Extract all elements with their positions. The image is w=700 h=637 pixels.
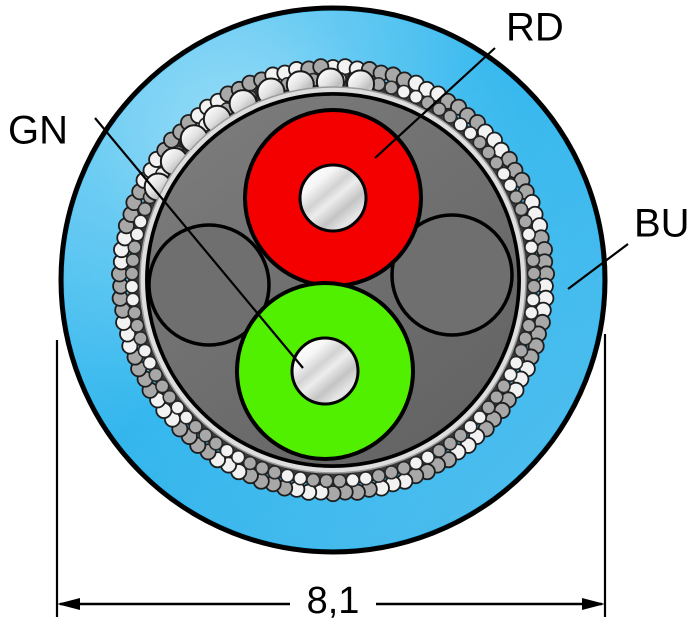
braid-strand: [124, 279, 140, 294]
braid-strand: [481, 400, 496, 415]
braid-strand: [521, 318, 536, 333]
leader-line-gn: [94, 117, 304, 369]
leader-lines: [94, 47, 629, 369]
braid-strand: [525, 292, 541, 307]
filler-circle-right: [390, 213, 514, 337]
braid-strand: [319, 473, 334, 489]
label-bu: BU: [634, 202, 690, 246]
braid-strand: [219, 443, 235, 458]
braid-strand: [463, 126, 478, 141]
braid-strand: [521, 227, 536, 242]
braid-strand: [130, 227, 145, 242]
braid-strand: [293, 471, 308, 486]
braid-strand: [489, 389, 504, 405]
braid-strand: [526, 279, 542, 294]
braid-strand: [345, 472, 360, 488]
braid-strand: [255, 460, 270, 476]
braid-strand: [513, 202, 529, 217]
braid-strand: [280, 468, 295, 483]
braid-strand: [408, 455, 424, 471]
conductor-gn: [235, 281, 415, 461]
braid-strand: [420, 95, 435, 110]
braid-strand: [208, 436, 224, 451]
braid-strand: [525, 253, 541, 268]
braid-strand: [526, 266, 542, 281]
braid-strand: [503, 367, 518, 382]
dimension-width: 8,1: [55, 334, 607, 622]
braid-strand: [133, 214, 148, 229]
braid-strand: [358, 471, 373, 486]
braid-strand: [513, 343, 529, 358]
braid-strand: [133, 331, 148, 346]
braid-strand: [489, 155, 504, 171]
braid-strand: [142, 355, 158, 371]
dimension-value: 8,1: [307, 580, 360, 622]
braid-strand: [155, 378, 170, 394]
braid-strand: [508, 355, 524, 371]
braid-strand: [332, 473, 347, 489]
label-gn: GN: [8, 109, 68, 153]
braid-strand: [384, 465, 399, 480]
braid-strand: [524, 305, 539, 320]
braid-strand: [137, 202, 153, 217]
braid-strand: [453, 428, 468, 443]
braid-strand: [130, 318, 145, 333]
braid-strand: [396, 84, 411, 100]
braid-strand: [420, 450, 435, 465]
braid-strand: [503, 178, 518, 193]
braid-strand: [306, 472, 321, 488]
braid-strand: [472, 135, 487, 150]
leader-line-bu: [567, 243, 629, 290]
braid-strand: [431, 102, 447, 117]
braid-strand: [396, 460, 411, 476]
braid-strand-ring: [110, 58, 556, 503]
braid-strand: [472, 410, 487, 425]
braid-strand: [125, 292, 141, 307]
dimension-arrow-left: [57, 598, 80, 610]
label-rd: RD: [506, 6, 564, 50]
filler-elements: [147, 213, 514, 347]
braid-strand: [453, 117, 468, 132]
braid-strand: [148, 367, 163, 382]
conductor-rd: [243, 108, 423, 288]
braid-strand: [442, 109, 458, 124]
braid-strand: [384, 80, 399, 95]
braid-strand: [267, 465, 282, 480]
braid-strand: [463, 419, 478, 434]
braid-strand: [518, 214, 533, 229]
braid-strand: [371, 468, 386, 483]
braid-strand: [127, 305, 142, 320]
braid-strand: [408, 89, 424, 105]
braid-strand: [442, 436, 458, 451]
braid-strand: [496, 378, 511, 394]
braid-strand: [137, 343, 153, 358]
braid-strand: [170, 400, 185, 415]
conductor-gn-strand: [290, 336, 360, 406]
braid-strand: [179, 410, 194, 425]
filler-circle-left: [147, 223, 271, 347]
braid-strand: [231, 450, 246, 465]
dimension-arrow-right: [582, 598, 605, 610]
braid-strand: [198, 428, 213, 443]
braid-strand: [524, 240, 539, 255]
braid-strand: [508, 189, 524, 205]
braid-strand: [188, 419, 203, 434]
conductor-rd-strand: [298, 163, 368, 233]
braid-strand: [431, 443, 447, 458]
braid-strand: [127, 240, 142, 255]
braid-strand: [496, 166, 511, 182]
braid-strand: [125, 253, 141, 268]
braid-strand: [242, 455, 258, 471]
braid-strand: [518, 331, 533, 346]
braid-strand: [124, 266, 140, 281]
leader-line-rd: [374, 47, 496, 159]
braid-strand: [162, 389, 177, 405]
braid-strand: [481, 145, 496, 160]
